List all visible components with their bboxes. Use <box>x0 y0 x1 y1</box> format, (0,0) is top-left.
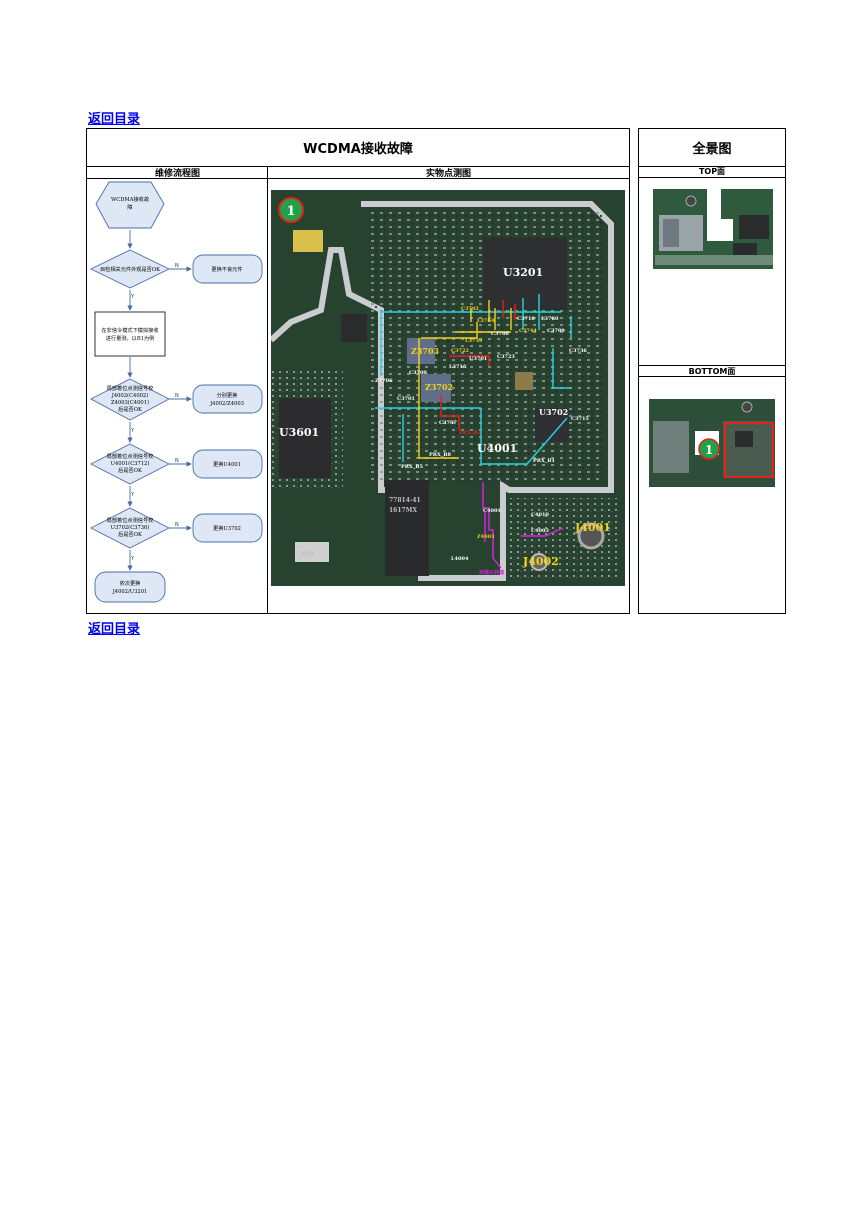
flow-decision-2-text-1: 局部着位点测信号校 <box>107 384 154 392</box>
photo-column-header: 实物点测图 <box>268 166 629 179</box>
label-prx-b2: PRX_B2 <box>459 430 482 436</box>
flow-end-text-2: J4002/U3201 <box>112 589 148 595</box>
overview-title: 全景图 <box>639 129 785 167</box>
flow-decision-2-text-4: 后是否OK <box>118 405 142 413</box>
label-u3701: U3701 <box>469 356 487 362</box>
label-c3736: C3736 <box>569 348 587 354</box>
flow-action-3-text: 更换U4001 <box>213 460 241 468</box>
chip-label-j4002: J4002 <box>522 555 559 568</box>
flow-decision-1 <box>89 249 171 289</box>
label-l3760: L3760 <box>541 316 559 322</box>
label-c3707: C3707 <box>439 420 457 426</box>
wcdma-fault-table: WCDMA接收故障 维修流程图 实物点测图 WCDMA接收故 障 目检 <box>86 128 630 614</box>
flow-step-text-1: 在非信令模式下模拟接收 <box>101 326 158 334</box>
flow-no-label-4: N <box>175 522 179 528</box>
label-prx-b8: PRX_B8 <box>429 452 452 458</box>
label-l4004: L4004 <box>451 556 469 562</box>
chip-marking-010: 010 <box>301 551 314 558</box>
label-c3744: C3744 <box>519 328 537 334</box>
flow-decision-2 <box>90 378 170 421</box>
flow-decision-3-text-2: U4001(C3712) <box>111 460 150 467</box>
label-c3701: C3701 <box>397 396 415 402</box>
top-side-header: TOP面 <box>639 166 785 178</box>
chip-label-u3702: U3702 <box>539 407 568 417</box>
label-c3722: C3722 <box>451 348 469 354</box>
flow-no-label-1: N <box>175 263 179 269</box>
label-z4003: Z4003 <box>477 534 495 540</box>
chip-label-z3703: Z3703 <box>411 346 440 356</box>
flow-decision-4 <box>90 507 170 549</box>
flow-action-1-text: 更换不良元件 <box>211 265 242 273</box>
bottom-side-header: BOTTOM面 <box>639 365 785 377</box>
chip-marking-model: 77814-41 <box>389 497 421 504</box>
flow-action-4-text: 更换U3702 <box>213 524 241 532</box>
label-antenna-common: 天线公共端 <box>479 569 504 576</box>
flow-decision-2-text-3: Z4003(C4001) <box>111 399 149 406</box>
overview-panel: 全景图 TOP面 BOTTOM面 1 <box>638 128 786 614</box>
back-to-contents-link-bottom[interactable]: 返回目录 <box>88 622 141 637</box>
flow-decision-1-text: 目检相关元件外观是否OK <box>100 265 160 273</box>
chip-label-u3601: U3601 <box>279 426 319 439</box>
label-c3709: C3709 <box>547 328 565 334</box>
flow-decision-3-text-3: 后是否OK <box>118 466 142 474</box>
chip-label-u3201: U3201 <box>503 266 543 279</box>
label-c3709b: C3709 <box>409 370 427 376</box>
flow-step-text-2: 进行量测，以B1为例 <box>106 334 155 342</box>
flow-column-header: 维修流程图 <box>87 166 268 179</box>
flow-end-text-1: 依次更换 <box>120 579 142 587</box>
label-l3764: L3764 <box>477 318 495 324</box>
label-c3708: C3708 <box>491 331 509 337</box>
flow-yes-label-4: Y <box>130 556 135 562</box>
label-prx-b1: PRX_B1 <box>533 458 555 464</box>
flow-decision-3-text-1: 局部着位点测信号校 <box>107 452 154 460</box>
flow-action-2-text-2: J4002/Z4003 <box>209 401 244 407</box>
flow-decision-4-text-2: U3702(C3736) <box>111 524 150 531</box>
label-c3715: C3715 <box>571 416 589 422</box>
table-title: WCDMA接收故障 <box>87 129 629 167</box>
top-side-board-image <box>647 185 778 283</box>
flow-start-node <box>95 181 165 229</box>
column-divider <box>267 166 268 613</box>
chip-label-z3702: Z3702 <box>425 382 453 392</box>
flow-action-1 <box>192 254 263 284</box>
flow-start-text-2: 障 <box>127 203 132 211</box>
flow-yes-label-3: Y <box>130 492 135 498</box>
chip-label-u4001: U4001 <box>477 442 517 455</box>
label-prx-b5: PRX_B5 <box>401 464 424 470</box>
back-to-contents-link[interactable]: 返回目录 <box>88 112 141 127</box>
overview-marker-number: 1 <box>705 443 713 457</box>
label-c3723: C3723 <box>497 354 515 360</box>
label-c4010: C4010 <box>531 512 549 518</box>
label-l3716: L3716 <box>449 364 467 370</box>
flow-start-text-1: WCDMA接收故 <box>111 195 150 203</box>
label-c3718: C3718 <box>517 316 535 322</box>
repair-flowchart: WCDMA接收故 障 目检相关元件外观是否OK N Y 更换不良元件 在非信令模… <box>89 181 263 603</box>
bottom-side-board-image: 1 <box>647 391 778 489</box>
label-l3739: L3739 <box>465 338 483 344</box>
flow-action-2 <box>192 384 263 414</box>
pcb-test-point-photo: 1 U3201 U3601 U4001 U3702 Z3703 Z3702 J4… <box>271 190 625 586</box>
label-c4003: C4003 <box>531 528 549 534</box>
flow-yes-label-1: Y <box>130 294 135 300</box>
label-c4001: C4001 <box>483 508 501 514</box>
flow-end-node <box>94 571 166 603</box>
label-c3702: C3702 <box>461 306 479 312</box>
flow-decision-2-text-2: J4002(C4002) <box>111 392 149 399</box>
flow-decision-4-text-1: 局部着位点测信号校 <box>107 516 154 524</box>
pcb-marker-number: 1 <box>286 204 295 219</box>
pcb-photo-graphic: 1 U3201 U3601 U4001 U3702 Z3703 Z3702 J4… <box>271 190 625 586</box>
flow-yes-label-2: Y <box>130 428 135 434</box>
label-z3706: Z3706 <box>375 378 393 384</box>
flow-action-3 <box>192 449 263 479</box>
flow-no-label-3: N <box>175 458 179 464</box>
flow-process-step <box>94 311 166 357</box>
flow-action-4 <box>192 513 263 543</box>
flow-action-2-text-1: 分别更换 <box>217 391 239 399</box>
flow-decision-4-text-3: 后是否OK <box>118 530 142 538</box>
chip-label-j4001: J4001 <box>574 521 611 534</box>
flow-decision-3 <box>90 443 170 485</box>
chip-marking-date: 1617MX <box>389 507 417 514</box>
flow-no-label-2: N <box>175 393 179 399</box>
